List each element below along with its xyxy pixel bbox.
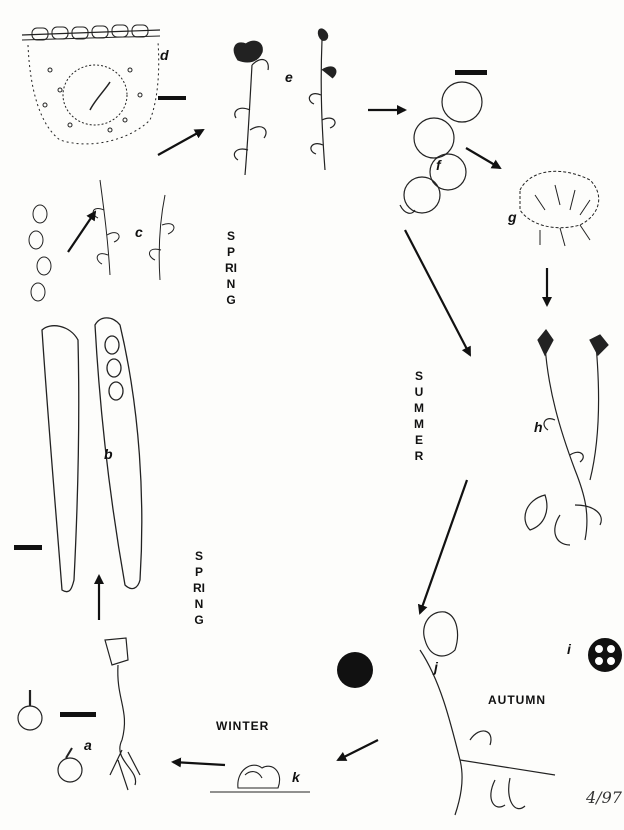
fruiting-plant-drawing-j	[420, 612, 555, 815]
label-g: g	[508, 210, 517, 224]
scale-bar-b	[14, 545, 42, 550]
artist-signature: 4/97	[586, 788, 622, 807]
cell-chain-drawing	[400, 82, 482, 213]
label-k: k	[292, 770, 300, 784]
cycle-arrows	[68, 110, 547, 765]
scale-bar-d	[158, 96, 186, 100]
flowering-plant-drawing-h	[525, 330, 608, 545]
seed-pods-drawing-b	[42, 318, 142, 592]
label-e: e	[285, 70, 293, 84]
label-f: f	[436, 158, 441, 172]
label-j: j	[434, 660, 438, 674]
season-spring-top: SPRING	[224, 228, 238, 308]
label-d: d	[160, 48, 169, 62]
scale-bar-a	[60, 712, 96, 717]
label-h: h	[534, 420, 543, 434]
season-spring-left: SPRING	[192, 548, 206, 628]
young-plants-drawing-c	[29, 180, 174, 301]
label-c: c	[135, 225, 143, 239]
season-summer: SUMMER	[412, 368, 426, 464]
label-b: b	[104, 447, 113, 461]
label-a: a	[84, 738, 92, 752]
flower-cluster-drawing-g	[520, 171, 599, 246]
capsule-fruit	[337, 652, 373, 688]
season-winter: WINTER	[216, 720, 269, 732]
cross-section-drawing-i	[589, 639, 621, 671]
tissue-section-drawing	[22, 25, 160, 144]
seedling-drawing-e	[234, 29, 336, 175]
label-i: i	[567, 642, 571, 656]
scale-bar-f	[455, 70, 487, 75]
season-autumn: AUTUMN	[488, 694, 546, 706]
